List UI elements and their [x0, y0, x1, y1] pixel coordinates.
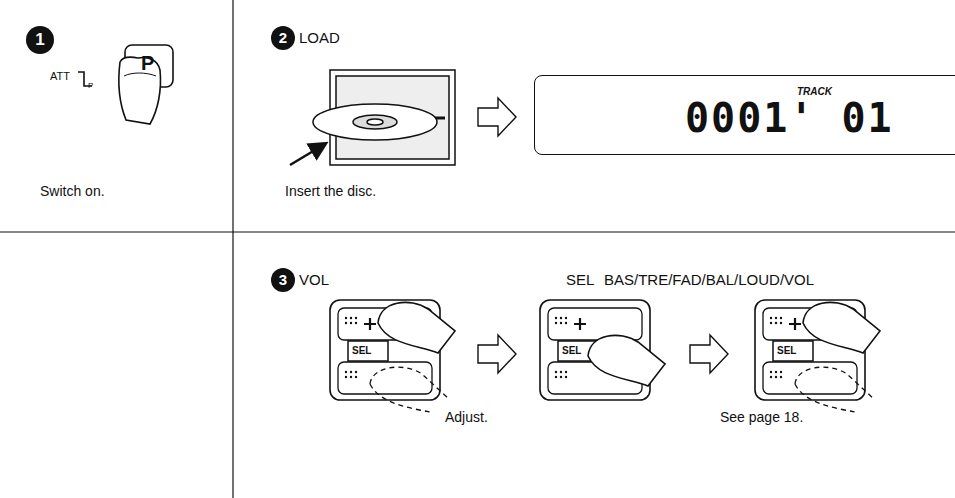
step-circle: [271, 26, 295, 50]
grip-dot: [560, 376, 562, 378]
step-circle: [26, 26, 54, 54]
button-letter: P: [141, 52, 154, 74]
finger: [378, 302, 455, 353]
finger: [803, 302, 880, 353]
grip-dot: [560, 322, 562, 324]
display-digits: 0001' 01: [685, 96, 894, 140]
grip-dot: [350, 322, 352, 324]
grip-dot: [355, 322, 357, 324]
grip-dot: [780, 376, 782, 378]
plus-sign: [364, 318, 376, 330]
step-caption: See page 18.: [720, 410, 803, 425]
step-heading: BAS/TRE/FAD/BAL/LOUD/VOL: [604, 272, 814, 289]
button-label: SEL: [352, 345, 371, 356]
finger-dashed: [795, 367, 875, 412]
p-label: P: [88, 82, 93, 91]
grip-dot: [780, 322, 782, 324]
grip-dot: [355, 317, 357, 319]
button-label: SEL: [777, 345, 796, 356]
grip-dot: [565, 371, 567, 373]
grid-line: [232, 0, 233, 498]
display-indicator: TRACK: [797, 86, 832, 97]
minus-button: [763, 362, 857, 394]
step-heading: SEL: [566, 272, 594, 289]
step-caption: Adjust.: [445, 410, 488, 425]
sel-button: [773, 341, 813, 361]
button-label: SEL: [562, 345, 581, 356]
grip-dot: [345, 322, 347, 324]
grip-dot: [345, 317, 347, 319]
step-panel: Adjust. See page 18.: [234, 233, 955, 498]
grip-dot: [560, 371, 562, 373]
grip-dot: [345, 376, 347, 378]
power-button: [78, 45, 173, 124]
grip-dot: [555, 317, 557, 319]
grip-dot: [555, 371, 557, 373]
grip-dot: [565, 322, 567, 324]
grip-dot: [345, 371, 347, 373]
grip-dot: [555, 376, 557, 378]
grip-dot: [770, 376, 772, 378]
grip-dot: [355, 376, 357, 378]
grip-dot: [565, 317, 567, 319]
grip-dot: [780, 371, 782, 373]
grip-dot: [355, 371, 357, 373]
step-number: 3: [271, 271, 295, 289]
grip-dot: [775, 376, 777, 378]
grip-dot: [560, 317, 562, 319]
grip-dot: [770, 317, 772, 319]
disc-slot: [290, 70, 455, 165]
att-label: ATT: [50, 70, 70, 82]
finger-dashed: [370, 367, 450, 412]
minus-button: [338, 362, 432, 394]
grip-dot: [770, 322, 772, 324]
sel-button: [348, 341, 388, 361]
grip-dot: [780, 317, 782, 319]
grip-dot: [775, 317, 777, 319]
plus-sign: [789, 318, 801, 330]
step-caption: Insert the disc.: [285, 184, 376, 199]
grip-dot: [350, 371, 352, 373]
grip-dot: [565, 376, 567, 378]
grip-dot: [555, 322, 557, 324]
step-heading: LOAD: [299, 30, 340, 47]
grip-dot: [775, 371, 777, 373]
plus-sign: [574, 318, 586, 330]
step-caption: Switch on.: [40, 184, 105, 199]
step-number: 2: [271, 29, 295, 47]
grip-dot: [350, 376, 352, 378]
grip-dot: [770, 371, 772, 373]
step-heading: VOL: [299, 272, 329, 289]
grip-dot: [350, 317, 352, 319]
lcd-display: 0001' 01TRACK: [534, 75, 955, 155]
step-circle: [271, 268, 295, 292]
grip-dot: [775, 322, 777, 324]
finger: [588, 335, 665, 386]
step-number: 1: [28, 30, 52, 50]
grid-line: [0, 231, 955, 232]
step-panel: Switch on.: [0, 0, 233, 232]
plus-button: [548, 308, 642, 340]
step-panel: Insert the disc. 0001' 01TRACK: [234, 0, 955, 232]
